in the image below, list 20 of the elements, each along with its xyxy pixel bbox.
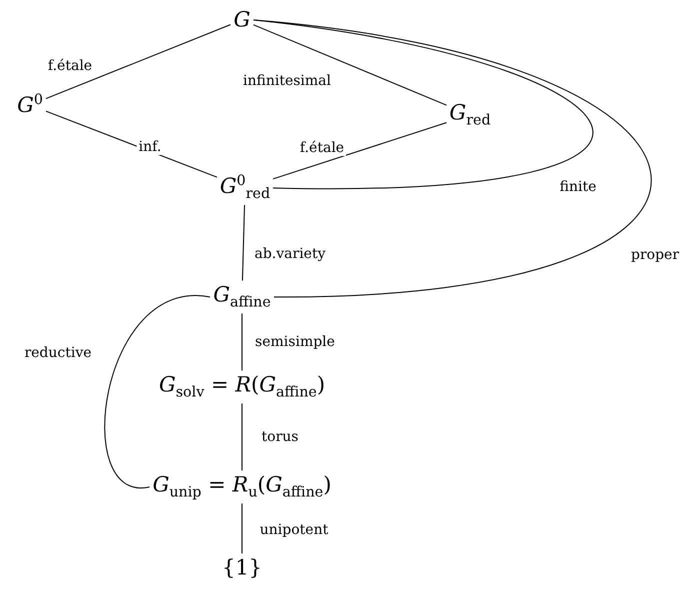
group-label: G$_{unip}$ = R$_{u}$(G$_{affine}$) — [150, 470, 334, 504]
connector-line — [104, 296, 210, 488]
edge-label: f.étale — [298, 140, 346, 156]
connector-line — [253, 20, 652, 298]
group-label: G$_{affine}$ — [210, 280, 274, 314]
connector-line — [253, 20, 592, 188]
group-label: G$^{0}$ — [14, 90, 46, 120]
edge-label: ab.variety — [252, 246, 328, 262]
edge-label: inf. — [136, 139, 164, 155]
edge-label: unipotent — [258, 522, 330, 538]
connector-line — [272, 122, 447, 180]
group-label: G$_{red}$ — [446, 98, 494, 132]
connector-line — [253, 24, 447, 106]
group-label: {1} — [218, 553, 266, 583]
connector-line — [46, 110, 218, 178]
group-label: G — [230, 5, 254, 35]
group-label: G$_{solv}$ = R(G$_{affine}$) — [156, 370, 328, 404]
connector-line — [242, 204, 246, 281]
edge-label: semisimple — [253, 334, 337, 350]
connector-line — [46, 24, 231, 100]
